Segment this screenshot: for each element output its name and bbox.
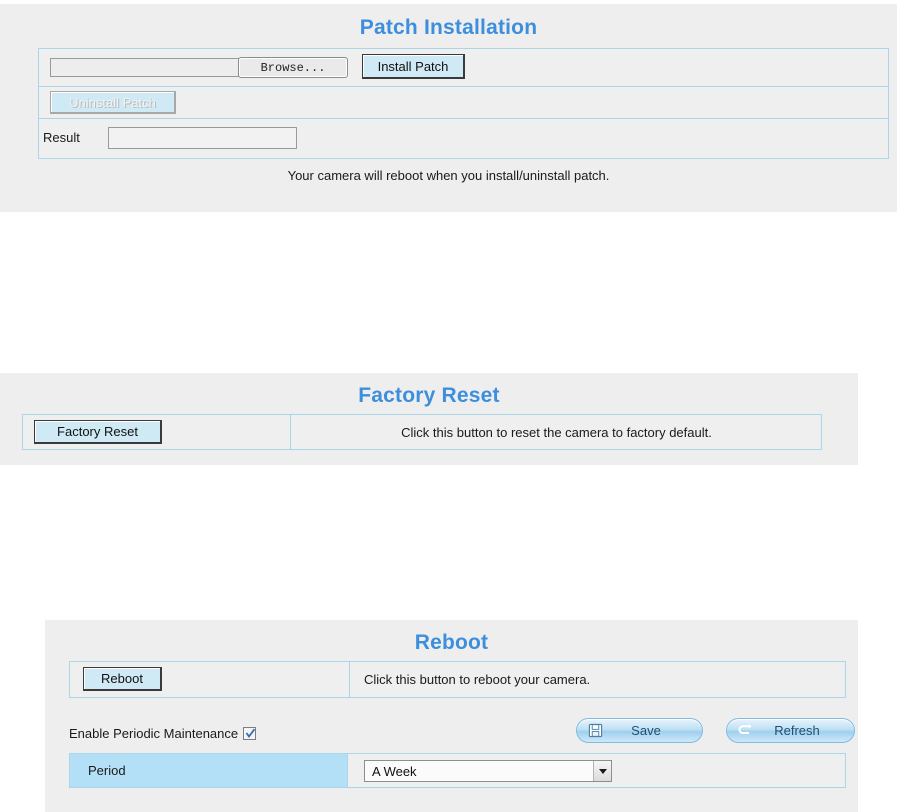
checkmark-icon — [245, 728, 256, 739]
refresh-button-label: Refresh — [774, 723, 820, 738]
reboot-panel-divider — [349, 662, 350, 697]
patch-installation-section: Patch Installation Browse... Install Pat… — [0, 4, 897, 212]
period-select-value: A Week — [372, 763, 417, 779]
factory-reset-title: Factory Reset — [358, 384, 500, 407]
period-row: Period A Week — [69, 753, 846, 788]
chevron-down-icon[interactable] — [593, 761, 611, 781]
factory-reset-panel-divider — [290, 415, 291, 449]
reboot-panel: Reboot Click this button to reboot your … — [69, 661, 846, 698]
period-label-cell: Period — [70, 754, 348, 787]
result-label: Result — [43, 130, 80, 145]
factory-reset-section: Factory Reset Factory Reset Click this b… — [0, 373, 858, 465]
browse-button[interactable]: Browse... — [238, 57, 348, 78]
floppy-disk-icon — [586, 722, 604, 740]
patch-file-row: Browse... Install Patch — [39, 49, 888, 87]
save-button[interactable]: Save — [576, 718, 703, 743]
reboot-button[interactable]: Reboot — [83, 667, 162, 691]
reboot-description: Click this button to reboot your camera. — [364, 672, 591, 687]
install-patch-button[interactable]: Install Patch — [362, 54, 465, 79]
patch-result-row: Result — [39, 119, 888, 158]
patch-installation-panel: Browse... Install Patch Uninstall Patch … — [38, 48, 889, 159]
enable-periodic-maintenance-checkbox[interactable] — [243, 727, 256, 740]
patch-note: Your camera will reboot when you install… — [287, 168, 610, 183]
refresh-button[interactable]: Refresh — [726, 718, 855, 743]
period-select[interactable]: A Week — [364, 760, 612, 782]
factory-reset-panel: Factory Reset Click this button to reset… — [22, 414, 822, 450]
patch-installation-title: Patch Installation — [359, 16, 538, 39]
patch-uninstall-row: Uninstall Patch — [39, 87, 888, 119]
patch-file-input[interactable] — [50, 58, 240, 77]
factory-reset-description: Click this button to reset the camera to… — [401, 424, 712, 440]
reboot-title: Reboot — [414, 631, 489, 654]
enable-periodic-maintenance-label: Enable Periodic Maintenance — [69, 726, 239, 741]
period-label: Period — [88, 763, 126, 778]
reboot-section: Reboot Reboot Click this button to reboo… — [45, 620, 858, 812]
enable-periodic-maintenance-row: Enable Periodic Maintenance — [69, 723, 846, 747]
result-input[interactable] — [108, 127, 297, 149]
save-button-label: Save — [631, 723, 661, 738]
factory-reset-button[interactable]: Factory Reset — [34, 420, 162, 444]
refresh-arrow-icon — [736, 722, 754, 740]
uninstall-patch-button[interactable]: Uninstall Patch — [50, 91, 176, 114]
